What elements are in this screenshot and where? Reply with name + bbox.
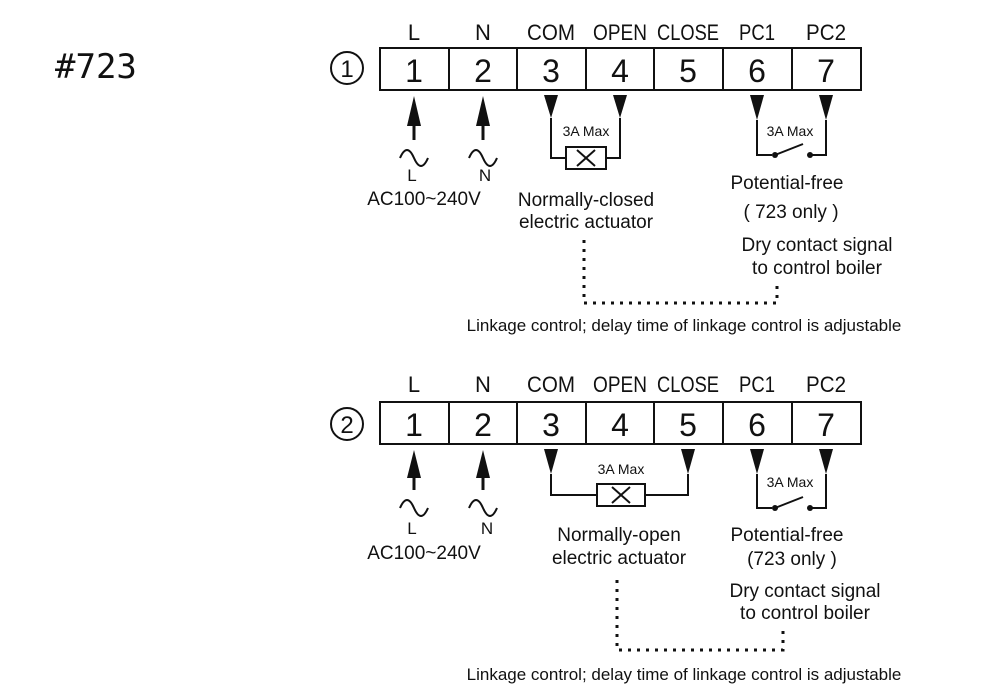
supply-voltage-label: AC100~240V bbox=[367, 189, 481, 210]
terminal-label-n: N bbox=[475, 372, 491, 397]
terminal-number-1: 1 bbox=[405, 53, 423, 89]
terminal-label-n: N bbox=[475, 20, 491, 45]
dry-contact-line1: Dry contact signal bbox=[741, 235, 892, 256]
terminal-label-open: OPEN bbox=[593, 372, 647, 397]
terminal-number-4: 4 bbox=[611, 53, 629, 89]
model-title: #723 bbox=[55, 47, 137, 87]
terminal-dividers bbox=[448, 48, 793, 90]
relay-switch-icon bbox=[772, 143, 813, 158]
only-note-label: ( 723 only ) bbox=[743, 202, 838, 223]
actuator-max-label: 3A Max bbox=[598, 461, 645, 477]
dry-contact-line1: Dry contact signal bbox=[729, 581, 880, 602]
actuator-max-label: 3A Max bbox=[563, 123, 610, 139]
actuator-wiring bbox=[544, 95, 627, 159]
terminal-number-6: 6 bbox=[748, 407, 766, 443]
actuator-valve-icon bbox=[596, 483, 646, 507]
only-note-label: (723 only ) bbox=[747, 549, 837, 570]
terminal-number-1: 1 bbox=[405, 407, 423, 443]
actuator-label-line1: Normally-open bbox=[557, 525, 681, 546]
potential-free-label: Potential-free bbox=[730, 525, 843, 546]
terminal-label-open: OPEN bbox=[593, 20, 647, 45]
terminal-label-com: COM bbox=[527, 372, 575, 397]
actuator-wiring bbox=[544, 449, 695, 496]
dry-contact-line2: to control boiler bbox=[752, 258, 883, 279]
ac-wave-icon bbox=[399, 149, 429, 167]
terminal-label-pc2: PC2 bbox=[806, 20, 846, 45]
supply-l-label: L bbox=[407, 519, 416, 538]
terminal-label-com: COM bbox=[527, 20, 575, 45]
actuator-valve-icon bbox=[565, 146, 607, 170]
supply-n-label: N bbox=[479, 166, 491, 185]
terminal-dividers bbox=[448, 402, 793, 444]
ac-wave-icon bbox=[468, 149, 498, 167]
terminal-number-5: 5 bbox=[679, 407, 697, 443]
potential-free-label: Potential-free bbox=[730, 173, 843, 194]
actuator-label-line2: electric actuator bbox=[519, 212, 654, 233]
contact-max-label: 3A Max bbox=[767, 123, 814, 139]
contact-wiring bbox=[750, 449, 833, 509]
relay-switch-icon bbox=[772, 496, 813, 511]
terminal-label-pc1: PC1 bbox=[739, 20, 775, 45]
linkage-caption: Linkage control; delay time of linkage c… bbox=[467, 316, 902, 335]
supply-n-label: N bbox=[481, 519, 493, 538]
terminal-label-pc2: PC2 bbox=[806, 372, 846, 397]
terminal-number-3: 3 bbox=[542, 53, 560, 89]
terminal-number-7: 7 bbox=[817, 53, 835, 89]
terminal-number-2: 2 bbox=[474, 407, 492, 443]
terminal-number-6: 6 bbox=[748, 53, 766, 89]
diagram-number: 1 bbox=[340, 56, 353, 83]
supply-l-arrow bbox=[407, 96, 421, 140]
terminal-label-close: CLOSE bbox=[657, 372, 719, 397]
linkage-caption: Linkage control; delay time of linkage c… bbox=[467, 665, 902, 684]
supply-n-arrow bbox=[476, 96, 490, 140]
terminal-block bbox=[379, 47, 862, 91]
contact-max-label: 3A Max bbox=[767, 474, 814, 490]
terminal-number-2: 2 bbox=[474, 53, 492, 89]
diagram-2: 2 L N COM OPEN CLOSE PC1 PC2 1 2 3 4 5 6… bbox=[330, 372, 902, 684]
actuator-label-line1: Normally-closed bbox=[518, 190, 654, 211]
terminal-label-l: L bbox=[408, 20, 420, 45]
terminal-number-7: 7 bbox=[817, 407, 835, 443]
diagram-number: 2 bbox=[340, 412, 353, 439]
diagram-number-circle bbox=[330, 407, 364, 441]
dry-contact-line2: to control boiler bbox=[740, 603, 871, 624]
diagram-number-circle bbox=[330, 51, 364, 85]
supply-voltage-label: AC100~240V bbox=[367, 543, 481, 564]
supply-n-arrow bbox=[476, 450, 490, 490]
contact-wiring bbox=[750, 95, 833, 156]
ac-wave-icon bbox=[399, 499, 429, 517]
ac-wave-icon bbox=[468, 499, 498, 517]
terminal-label-l: L bbox=[408, 372, 420, 397]
terminal-label-close: CLOSE bbox=[657, 20, 719, 45]
supply-l-label: L bbox=[407, 166, 416, 185]
actuator-label-line2: electric actuator bbox=[552, 548, 687, 569]
terminal-number-4: 4 bbox=[611, 407, 629, 443]
terminal-label-pc1: PC1 bbox=[739, 372, 775, 397]
terminal-block bbox=[379, 401, 862, 445]
linkage-dotted-line bbox=[615, 580, 785, 652]
supply-l-arrow bbox=[407, 450, 421, 490]
terminal-number-5: 5 bbox=[679, 53, 697, 89]
diagram-1: 1 L N COM OPEN CLOSE PC1 PC2 1 2 3 4 5 6… bbox=[330, 20, 902, 335]
terminal-number-3: 3 bbox=[542, 407, 560, 443]
